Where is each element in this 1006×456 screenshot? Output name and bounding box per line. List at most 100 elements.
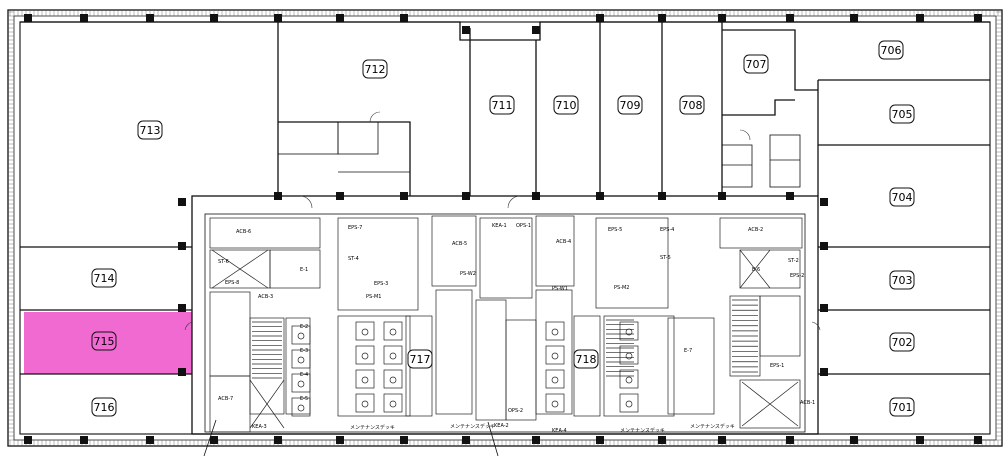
column bbox=[820, 304, 828, 312]
room-label-box bbox=[553, 95, 579, 115]
column bbox=[820, 368, 828, 376]
column bbox=[462, 192, 470, 200]
room-701[interactable]: 701 bbox=[889, 397, 915, 417]
core-label: OPS-1 bbox=[516, 223, 531, 229]
room-710[interactable]: 710 bbox=[553, 95, 579, 115]
room-labels: 706 712 707 713 711 710 709 708 705 704 714 703 715 7… bbox=[91, 40, 915, 417]
room-703[interactable]: 703 bbox=[889, 270, 915, 290]
room-label-box bbox=[91, 268, 117, 288]
room-label-box bbox=[489, 95, 515, 115]
core-label: EPS-3 bbox=[374, 281, 388, 287]
room-label-box bbox=[137, 120, 163, 140]
core-label: メンテナンスデッキ bbox=[690, 423, 735, 430]
column bbox=[24, 436, 32, 444]
column bbox=[658, 436, 666, 444]
column bbox=[658, 14, 666, 22]
room-708[interactable]: 708 bbox=[679, 95, 705, 115]
leader-lines bbox=[203, 419, 499, 456]
core-label: ST-6 bbox=[218, 259, 229, 265]
column bbox=[658, 192, 666, 200]
column bbox=[532, 192, 540, 200]
core-label: ACB-1 bbox=[800, 400, 815, 406]
column bbox=[274, 14, 282, 22]
room-718[interactable]: 718 bbox=[573, 349, 599, 369]
column bbox=[178, 304, 186, 312]
column bbox=[786, 14, 794, 22]
core-label: EPS-4 bbox=[660, 227, 674, 233]
column bbox=[718, 192, 726, 200]
column bbox=[400, 14, 408, 22]
column bbox=[336, 192, 344, 200]
room-711[interactable]: 711 bbox=[489, 95, 515, 115]
column bbox=[178, 368, 186, 376]
column bbox=[178, 242, 186, 250]
core-label: ACB-4 bbox=[556, 239, 571, 245]
room-715[interactable]: 715 bbox=[91, 331, 117, 351]
column bbox=[210, 14, 218, 22]
core-label: ACB-5 bbox=[452, 241, 467, 247]
room-number: 716 bbox=[94, 401, 115, 414]
core-label: メンテナンスデッキ bbox=[350, 424, 395, 431]
room-712[interactable]: 712 bbox=[362, 59, 388, 79]
room-label-box bbox=[91, 331, 117, 351]
core-label: EPS-7 bbox=[348, 225, 362, 231]
column bbox=[820, 242, 828, 250]
column bbox=[80, 14, 88, 22]
column bbox=[80, 436, 88, 444]
room-716[interactable]: 716 bbox=[91, 397, 117, 417]
column bbox=[532, 26, 540, 34]
column bbox=[718, 436, 726, 444]
room-number: 703 bbox=[892, 274, 913, 287]
room-707[interactable]: 707 bbox=[743, 54, 769, 74]
room-number: 718 bbox=[576, 353, 597, 366]
column bbox=[916, 436, 924, 444]
room-705[interactable]: 705 bbox=[889, 104, 915, 124]
room-number: 704 bbox=[892, 191, 913, 204]
column bbox=[786, 192, 794, 200]
room-704[interactable]: 704 bbox=[889, 187, 915, 207]
room-number: 714 bbox=[94, 272, 115, 285]
core-labels: ACB-6ACB-3ACB-4ACB-2ACB-5ACB-7ACB-1EPS-7… bbox=[218, 223, 815, 434]
room-label-box bbox=[889, 104, 915, 124]
core-label: ST-2 bbox=[788, 258, 799, 264]
core-label: KEA-2 bbox=[494, 423, 509, 429]
room-number: 713 bbox=[140, 124, 161, 137]
core-label: E-1 bbox=[300, 267, 308, 273]
column bbox=[718, 14, 726, 22]
core-label: ACB-7 bbox=[218, 396, 233, 402]
core-label: OPS-2 bbox=[508, 408, 523, 414]
column bbox=[850, 14, 858, 22]
room-label-box bbox=[679, 95, 705, 115]
walls bbox=[20, 21, 990, 435]
core-label: KEA-3 bbox=[252, 424, 267, 430]
room-717[interactable]: 717 bbox=[407, 349, 433, 369]
room-number: 709 bbox=[620, 99, 641, 112]
room-702[interactable]: 702 bbox=[889, 332, 915, 352]
room-label-box bbox=[889, 270, 915, 290]
room-706[interactable]: 706 bbox=[878, 40, 904, 60]
room-713[interactable]: 713 bbox=[137, 120, 163, 140]
core-label: PS-M2 bbox=[614, 285, 630, 291]
core-label: KEA-4 bbox=[552, 428, 567, 434]
room-709[interactable]: 709 bbox=[617, 95, 643, 115]
column bbox=[210, 436, 218, 444]
room-label-box bbox=[362, 59, 388, 79]
column bbox=[24, 14, 32, 22]
room-714[interactable]: 714 bbox=[91, 268, 117, 288]
room-label-box bbox=[617, 95, 643, 115]
column bbox=[596, 436, 604, 444]
room-number: 711 bbox=[492, 99, 513, 112]
room-number: 707 bbox=[746, 58, 767, 71]
facade-ticks bbox=[8, 10, 1002, 446]
room-number: 710 bbox=[556, 99, 577, 112]
room-number: 712 bbox=[365, 63, 386, 76]
room-label-box bbox=[889, 332, 915, 352]
core-label: ST-5 bbox=[660, 255, 671, 261]
core-label: E-7 bbox=[684, 348, 692, 354]
core-label: E-2 bbox=[300, 324, 308, 330]
column bbox=[146, 14, 154, 22]
column bbox=[400, 436, 408, 444]
room-number: 702 bbox=[892, 336, 913, 349]
core-label: KEA-1 bbox=[492, 223, 507, 229]
